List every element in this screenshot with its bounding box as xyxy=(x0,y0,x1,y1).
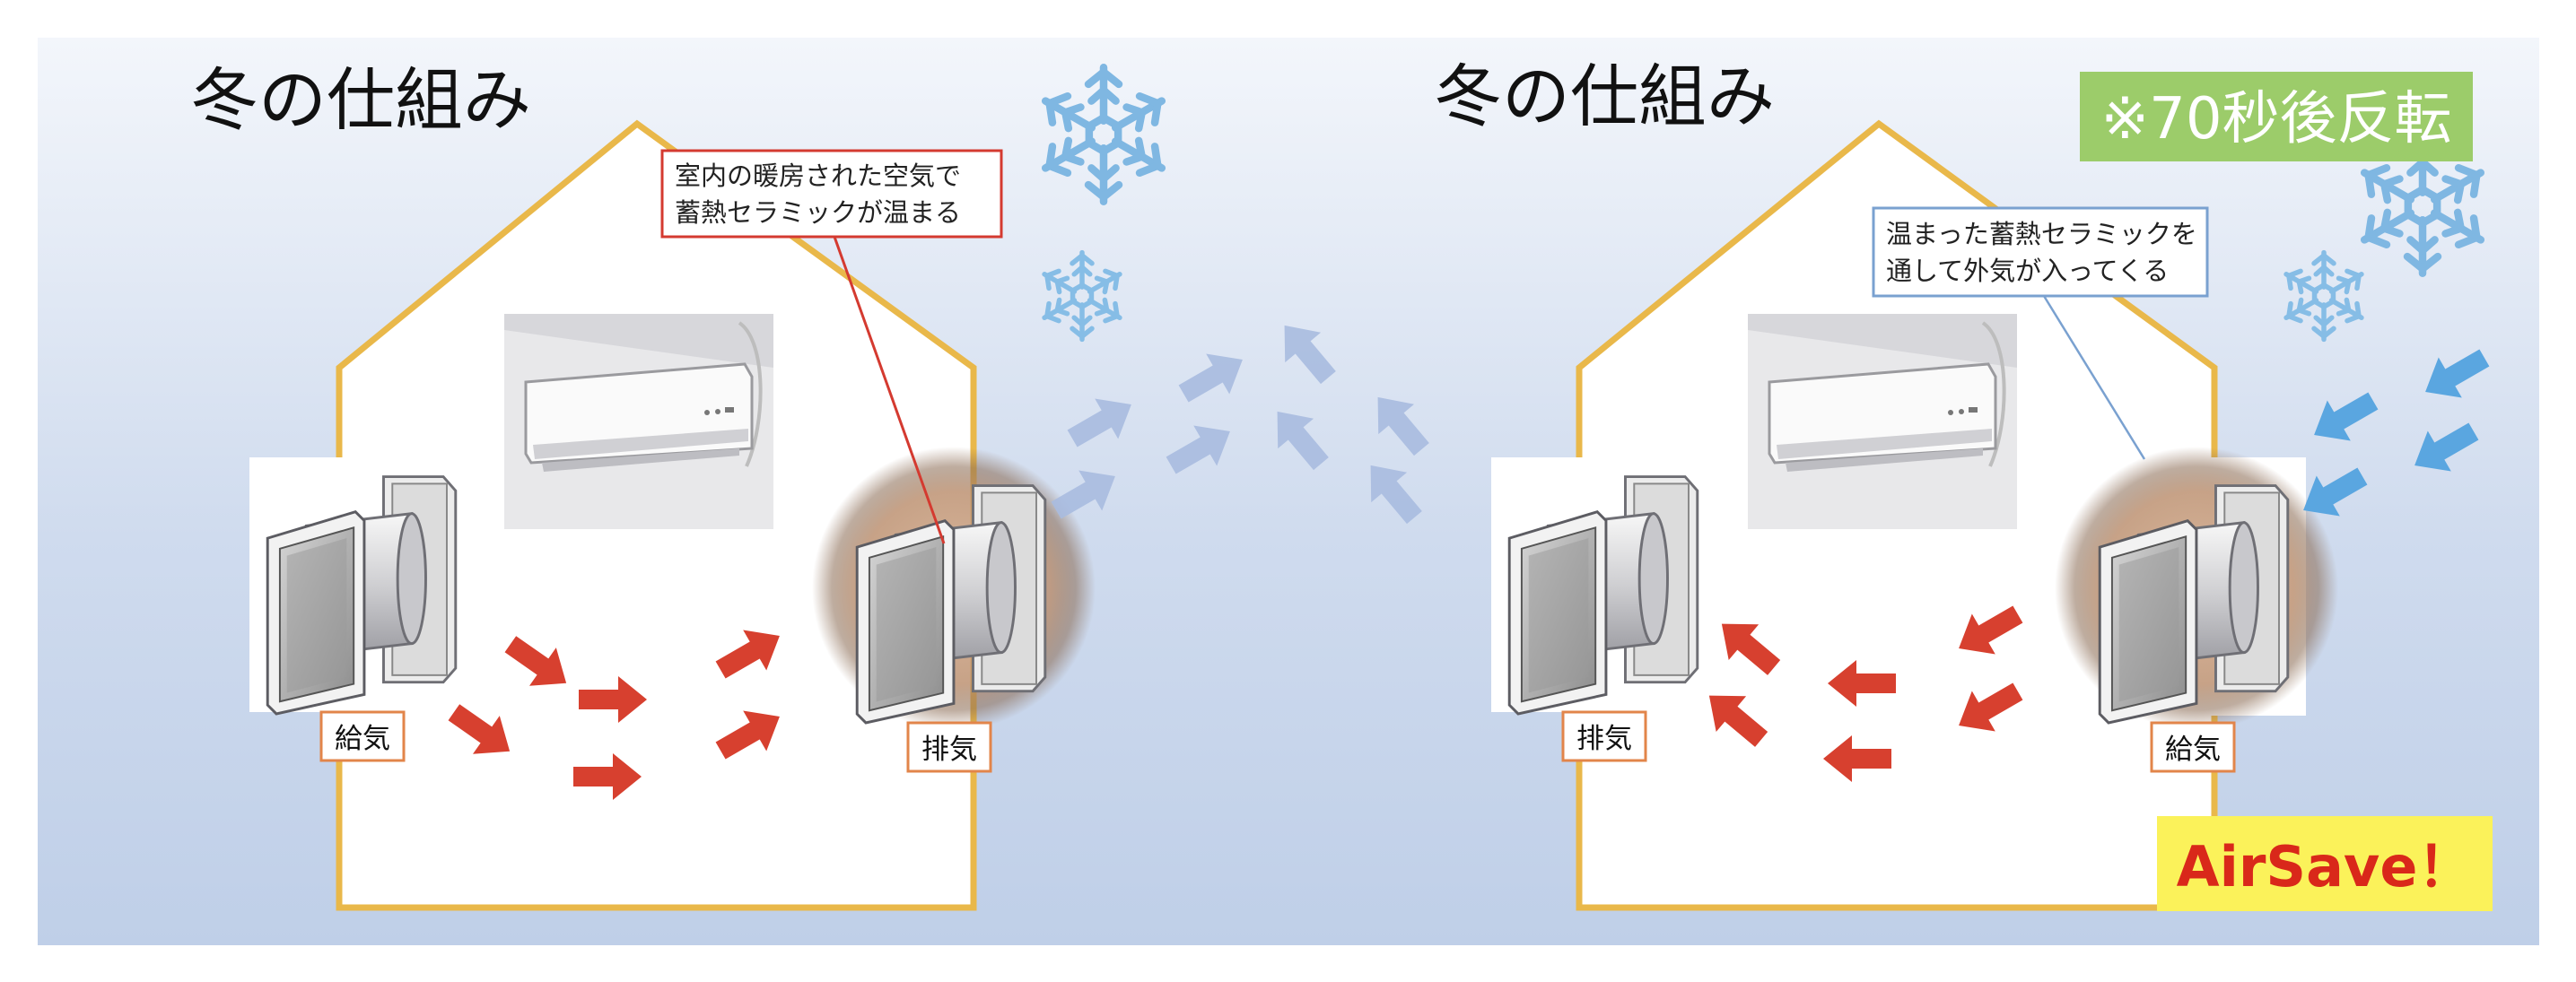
reversal-badge xyxy=(2080,72,2473,161)
air-conditioner-icon xyxy=(502,312,775,531)
unit-label-box xyxy=(1561,710,1647,762)
callout-line-1: 室内の暖房された空気で xyxy=(675,161,961,191)
unit-label-right: 給気 xyxy=(2165,734,2221,766)
brand-text: AirSave！ xyxy=(2177,834,2474,899)
unit-label-left: 給気 xyxy=(335,723,390,755)
unit-label-box xyxy=(906,721,992,773)
unit-label-box xyxy=(319,710,406,762)
unit-label-right: 排気 xyxy=(921,734,977,766)
panel-right: 冬の仕組み ※70秒後反転 温まった蓄熱セラミックを 通して外気が入ってくる 排… xyxy=(1434,56,2496,911)
air-conditioner-icon xyxy=(1746,312,2019,531)
reversal-badge-text: ※70秒後反転 xyxy=(2100,86,2451,152)
callout-line-1: 温まった蓄熱セラミックを xyxy=(1886,219,2197,249)
callout-box xyxy=(1872,206,2209,298)
panel-title: 冬の仕組み xyxy=(1434,56,1775,136)
panel-title: 冬の仕組み xyxy=(190,60,531,140)
unit-label-left: 排気 xyxy=(1576,723,1632,755)
callout-line-2: 通して外気が入ってくる xyxy=(1886,256,2169,286)
callout-line-2: 蓄熱セラミックが温まる xyxy=(675,197,961,228)
brand-badge xyxy=(2157,816,2493,911)
unit-label-box xyxy=(2150,721,2236,773)
callout-box xyxy=(660,149,1003,239)
callout-leader xyxy=(833,236,946,544)
callout-leader xyxy=(2042,295,2146,460)
panel-left: 冬の仕組み 室内の暖房された空気で 蓄熱セラミックが温まる 給気 排気 xyxy=(190,60,1169,911)
